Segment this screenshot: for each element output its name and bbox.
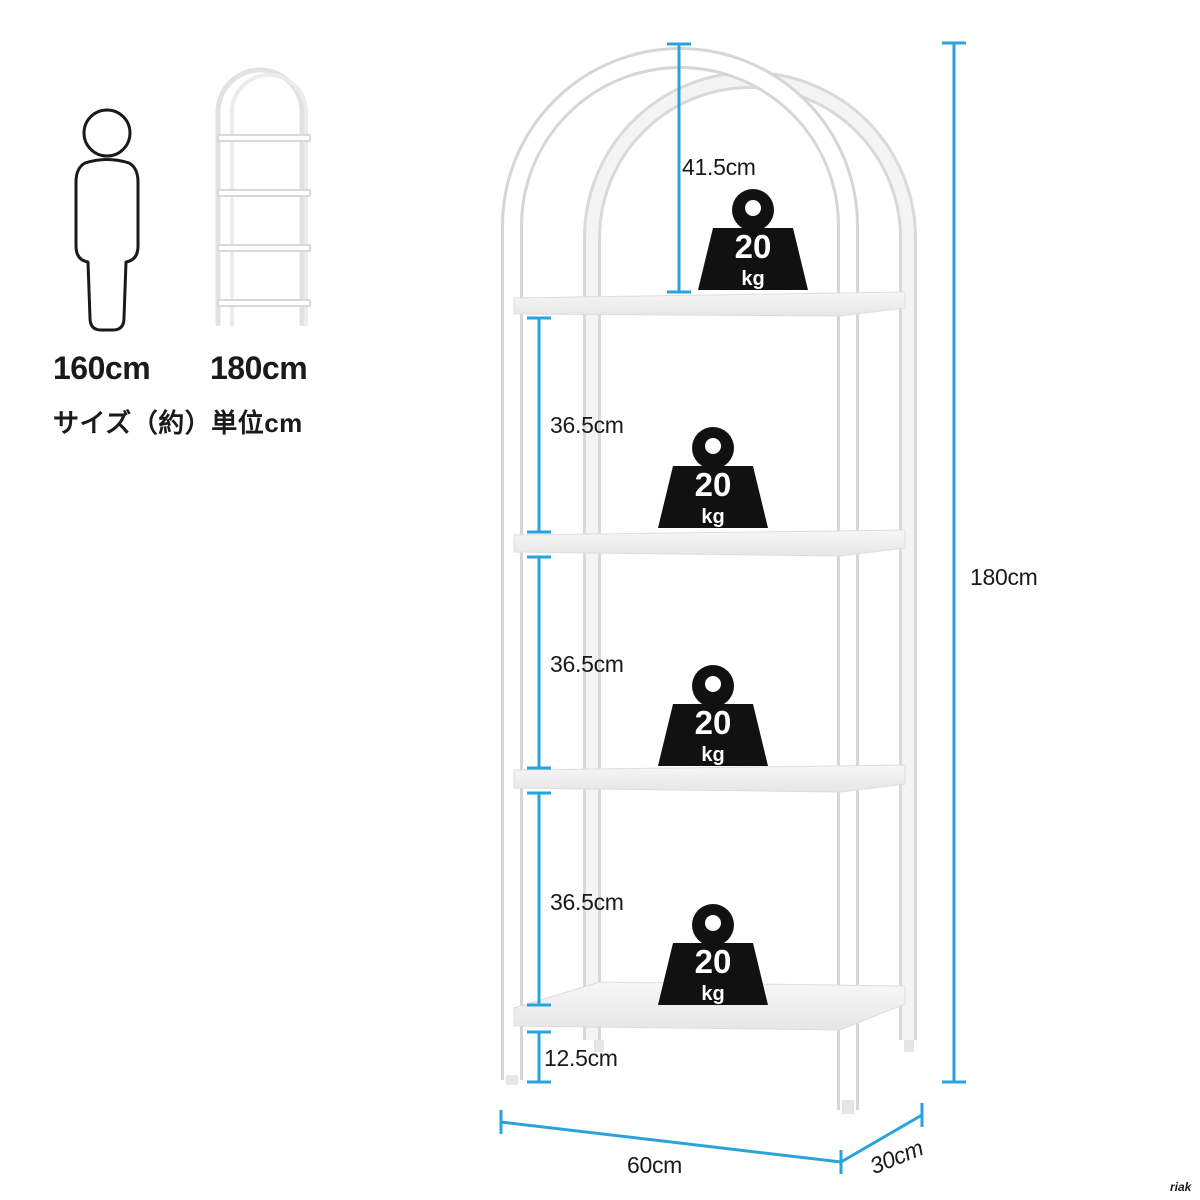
shelf-height-label: 180cm: [210, 350, 308, 386]
brand-mark: riak: [1170, 1180, 1192, 1194]
weight-unit: kg: [701, 744, 724, 766]
weight-icon-1: 20 kg: [698, 189, 808, 290]
weight-icon-2: 20 kg: [658, 427, 768, 528]
shelf-gap-label-3: 36.5cm: [550, 889, 624, 915]
shelf-board: [513, 529, 906, 557]
mini-shelf-icon: [215, 67, 311, 326]
dimension-lines: [499, 41, 966, 1174]
shelf-gap-label-2: 36.5cm: [550, 651, 624, 677]
person-height-label: 160cm: [53, 350, 151, 386]
weight-number: 20: [695, 943, 732, 980]
weight-unit: kg: [701, 983, 724, 1005]
weight-icon-4: 20 kg: [658, 904, 768, 1005]
size-note: サイズ（約）単位cm: [53, 408, 303, 438]
weight-number: 20: [695, 466, 732, 503]
weight-number: 20: [695, 704, 732, 741]
weight-unit: kg: [741, 268, 764, 290]
shelf-board: [513, 981, 906, 1031]
bottom-clearance-label: 12.5cm: [544, 1045, 618, 1071]
person-outline-icon: [74, 108, 140, 332]
weight-number: 20: [735, 228, 772, 265]
top-clearance-label: 41.5cm: [682, 154, 756, 180]
weight-icon-3: 20 kg: [658, 665, 768, 766]
weight-unit: kg: [701, 506, 724, 528]
total-height-label: 180cm: [970, 564, 1038, 590]
shelf-board: [513, 764, 906, 793]
width-label: 60cm: [627, 1152, 683, 1178]
shelf-board: [513, 291, 906, 317]
shelf-gap-label-1: 36.5cm: [550, 412, 624, 438]
